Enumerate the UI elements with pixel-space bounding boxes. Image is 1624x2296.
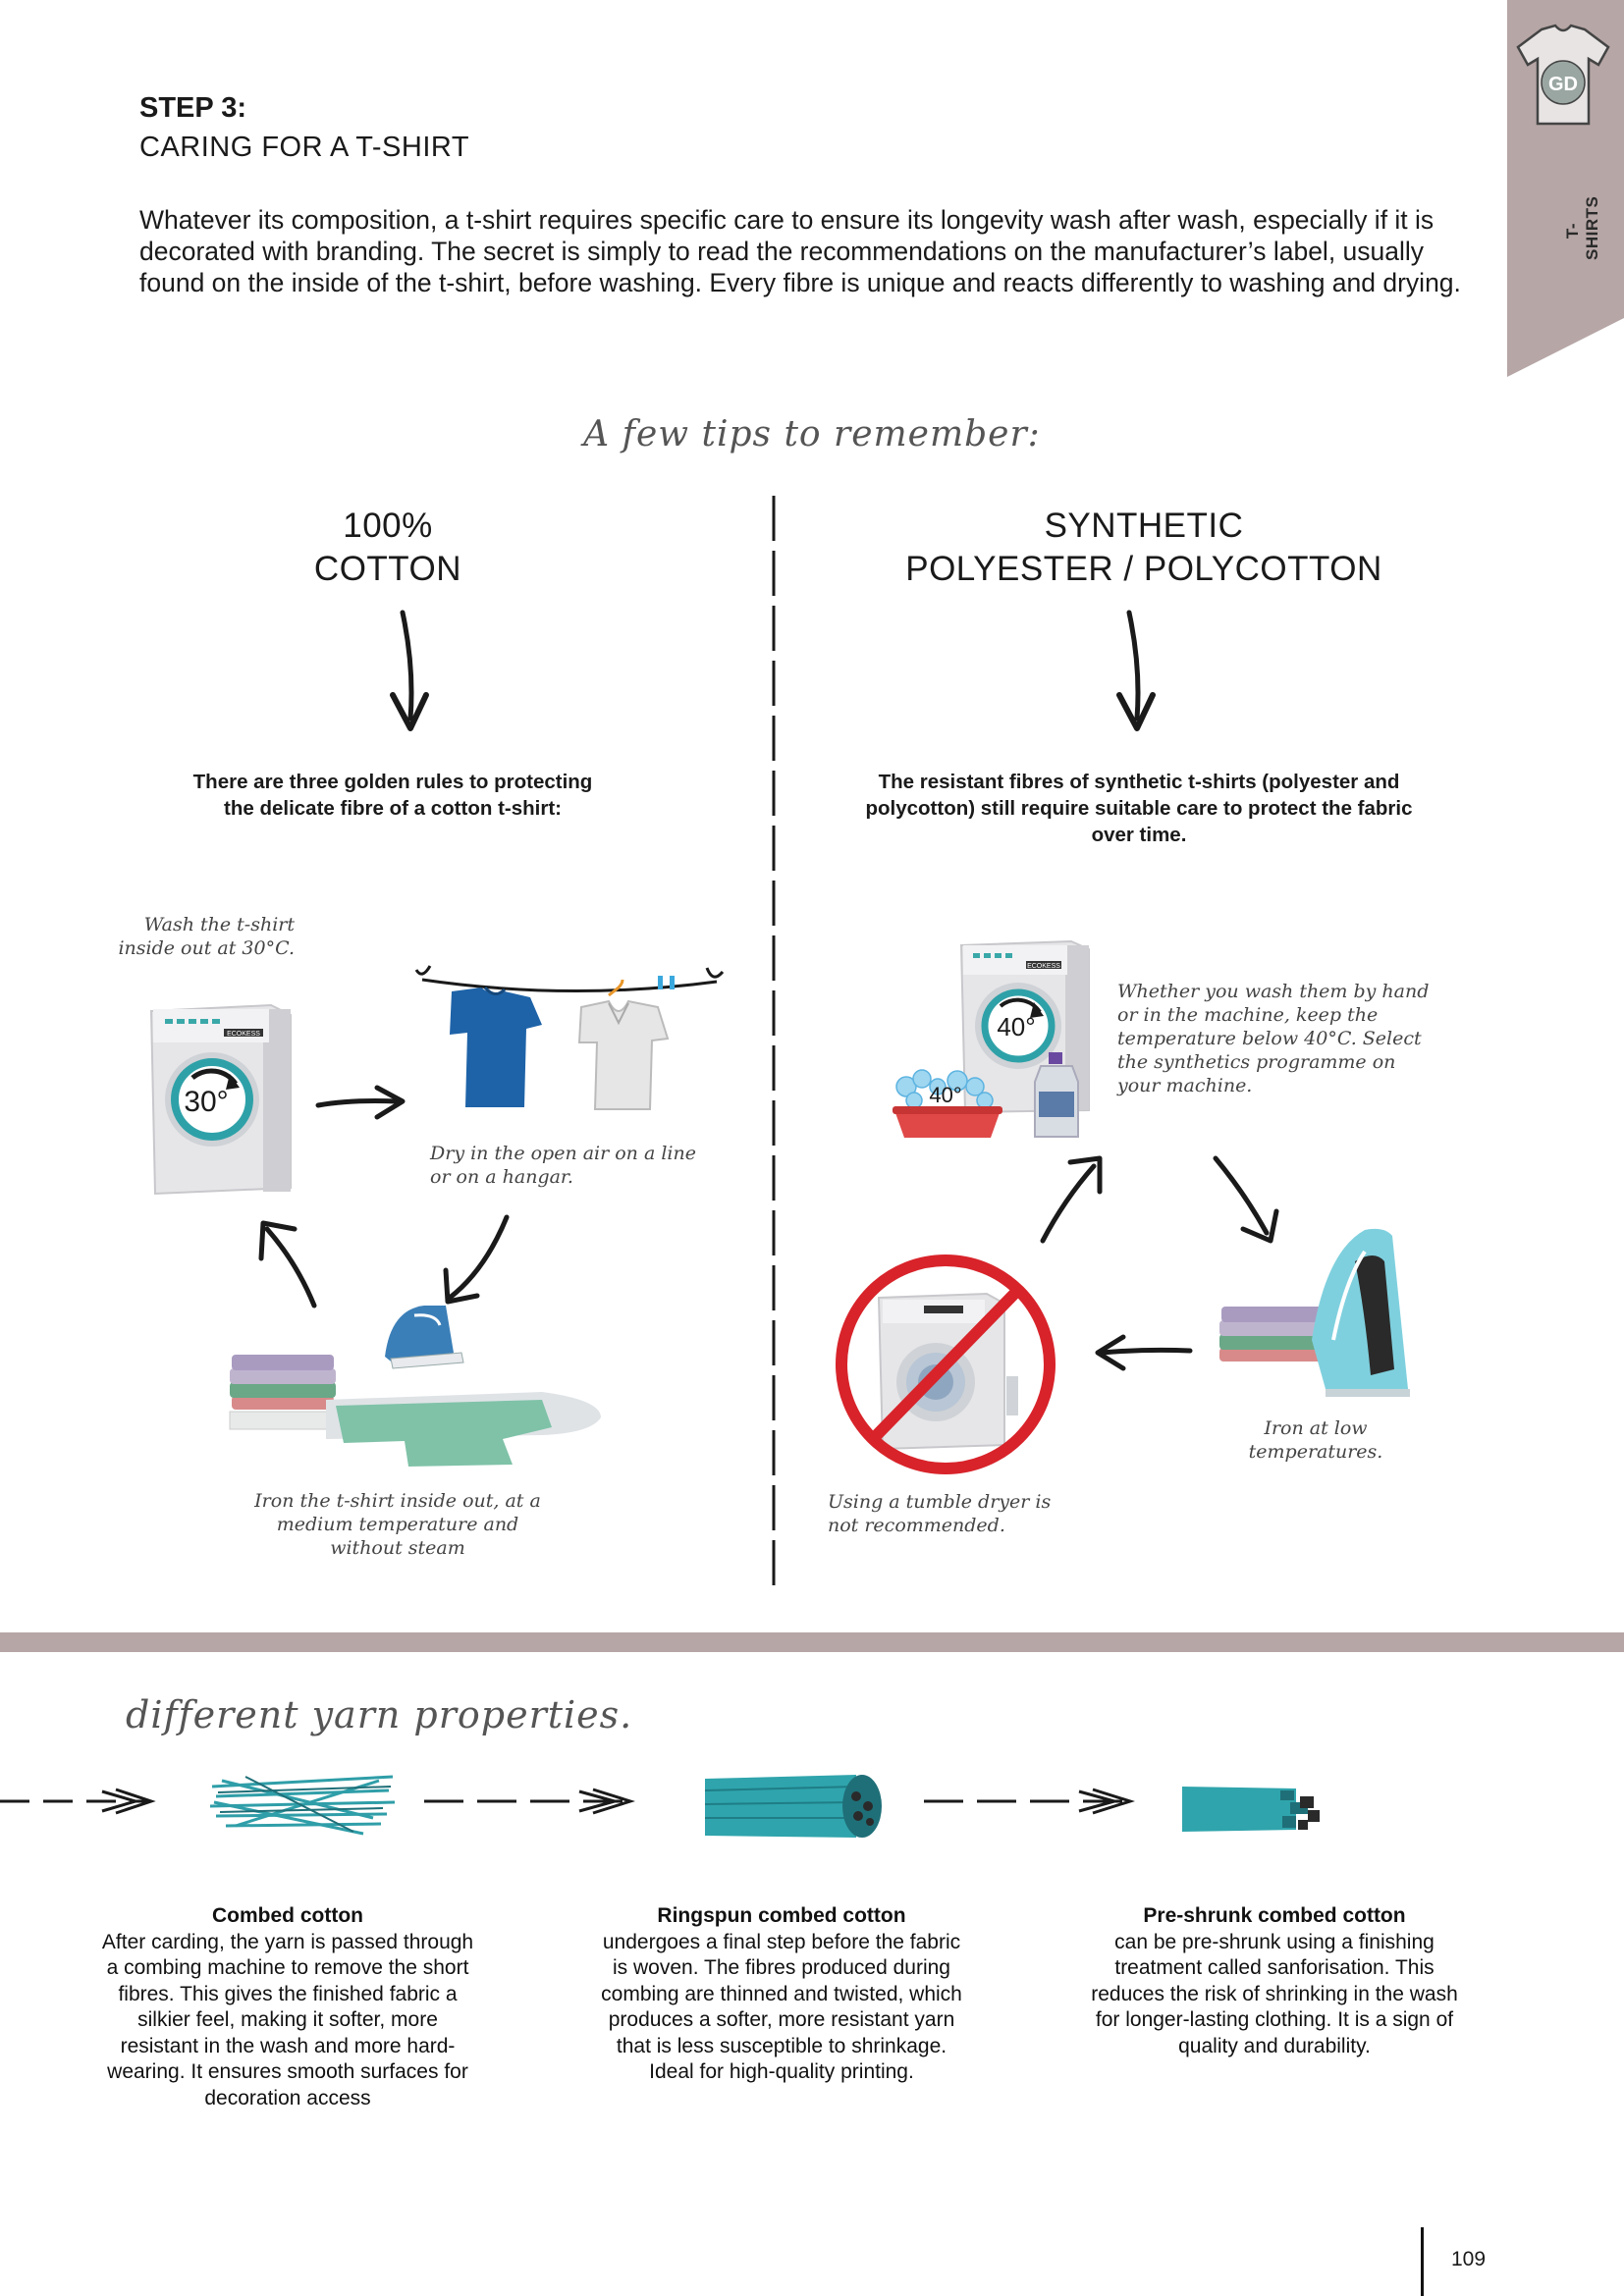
down-arrow-icon — [1116, 610, 1156, 731]
yarn-item-text: can be pre-shrunk using a finishing trea… — [1091, 1930, 1458, 2057]
washing-machine-icon: ECOKESS 30° — [149, 1003, 292, 1196]
synthetic-dryer-note: Using a tumble dryer is not recommended. — [828, 1491, 1052, 1536]
basin-temp-40: 40° — [929, 1083, 961, 1107]
section-tab-label: T-SHIRTS — [1563, 195, 1601, 260]
tips-title: A few tips to remember: — [583, 414, 1041, 454]
cotton-heading-line1: 100% — [343, 507, 433, 545]
dashed-arrow-icon — [924, 1788, 1135, 1815]
iron-icon — [1219, 1228, 1410, 1397]
yarn-item-combed: Combed cotton After carding, the yarn is… — [98, 1903, 477, 2111]
step-title: STEP 3: — [139, 92, 247, 124]
section-divider-band — [0, 1632, 1624, 1652]
synthetic-intro: The resistant fibres of synthetic t-shir… — [865, 771, 1413, 846]
cotton-dry-note: Dry in the open air on a line or on a ha… — [430, 1143, 696, 1188]
ringspun-yarn-icon — [704, 1775, 882, 1838]
synthetic-iron-note: Iron at low temperatures. — [1248, 1417, 1383, 1463]
cotton-intro-bold: three golden rules — [289, 771, 464, 793]
wash-basin-icon: 40° — [893, 1069, 1002, 1138]
machine-temp-40: 40° — [997, 1012, 1035, 1041]
arrow-up-right-icon — [1040, 1155, 1103, 1244]
arrow-up-left-icon — [258, 1220, 317, 1308]
no-tumble-dryer-icon — [836, 1255, 1056, 1474]
dashed-arrow-icon — [0, 1788, 156, 1815]
yarn-item-name: Combed cotton — [212, 1904, 363, 1927]
cotton-heading-line2: COTTON — [313, 550, 462, 588]
yarn-item-preshrunk: Pre-shrunk combed cotton can be pre-shru… — [1082, 1903, 1467, 2059]
synthetic-heading: SYNTHETIC POLYESTER / POLYCOTTON — [844, 505, 1443, 591]
cotton-intro-post: to protecting the delicate fibre of a co… — [224, 771, 593, 820]
arrow-down-left-icon — [443, 1214, 510, 1305]
logo-letters: GD — [1548, 74, 1578, 95]
arrow-right-icon — [315, 1085, 406, 1120]
yarn-title: different yarn properties. — [126, 1693, 633, 1736]
detergent-bottle-icon — [1034, 1052, 1079, 1138]
wash-temp-30: 30° — [184, 1086, 228, 1118]
dashed-arrow-icon — [424, 1788, 635, 1815]
synthetic-heading-line2: POLYESTER / POLYCOTTON — [905, 550, 1382, 588]
clothesline-icon — [414, 965, 725, 1110]
yarn-item-name: Ringspun combed cotton — [657, 1904, 906, 1927]
preshrunk-yarn-icon — [1182, 1787, 1320, 1832]
arrow-left-icon — [1095, 1334, 1193, 1371]
page-number: 109 — [1451, 2248, 1487, 2270]
intro-paragraph: Whatever its composition, a t-shirt requ… — [139, 205, 1461, 297]
cotton-intro: There are three golden rules to protecti… — [177, 769, 609, 822]
yarn-item-text: After carding, the yarn is passed throug… — [101, 1930, 474, 2109]
step-subtitle: CARING FOR A T-SHIRT — [139, 132, 470, 163]
cotton-intro-pre: There are — [192, 771, 290, 793]
column-divider — [772, 496, 776, 1585]
machine-brand-label: ECOKESS — [1027, 963, 1060, 970]
machine-brand-label: ECOKESS — [227, 1031, 260, 1038]
combed-yarn-icon — [209, 1775, 396, 1836]
synthetic-wash-note: Whether you wash them by hand or in the … — [1117, 981, 1430, 1096]
cotton-wash-note: Wash the t-shirt inside out at 30°C. — [118, 914, 295, 959]
page-number-rule — [1421, 2227, 1424, 2296]
cotton-heading: 100% COTTON — [250, 505, 525, 591]
down-arrow-icon — [390, 610, 429, 731]
yarn-item-ringspun: Ringspun combed cotton undergoes a final… — [599, 1903, 964, 2086]
yarn-item-text: undergoes a final step before the fabric… — [601, 1930, 962, 2084]
ironing-board-icon — [229, 1306, 601, 1467]
arrow-down-right-icon — [1213, 1155, 1279, 1244]
tshirt-logo-icon: GD — [1516, 24, 1610, 126]
yarn-item-name: Pre-shrunk combed cotton — [1143, 1904, 1406, 1927]
synthetic-heading-line1: SYNTHETIC — [1044, 507, 1244, 545]
cotton-iron-note: Iron the t-shirt inside out, at a medium… — [254, 1490, 541, 1559]
